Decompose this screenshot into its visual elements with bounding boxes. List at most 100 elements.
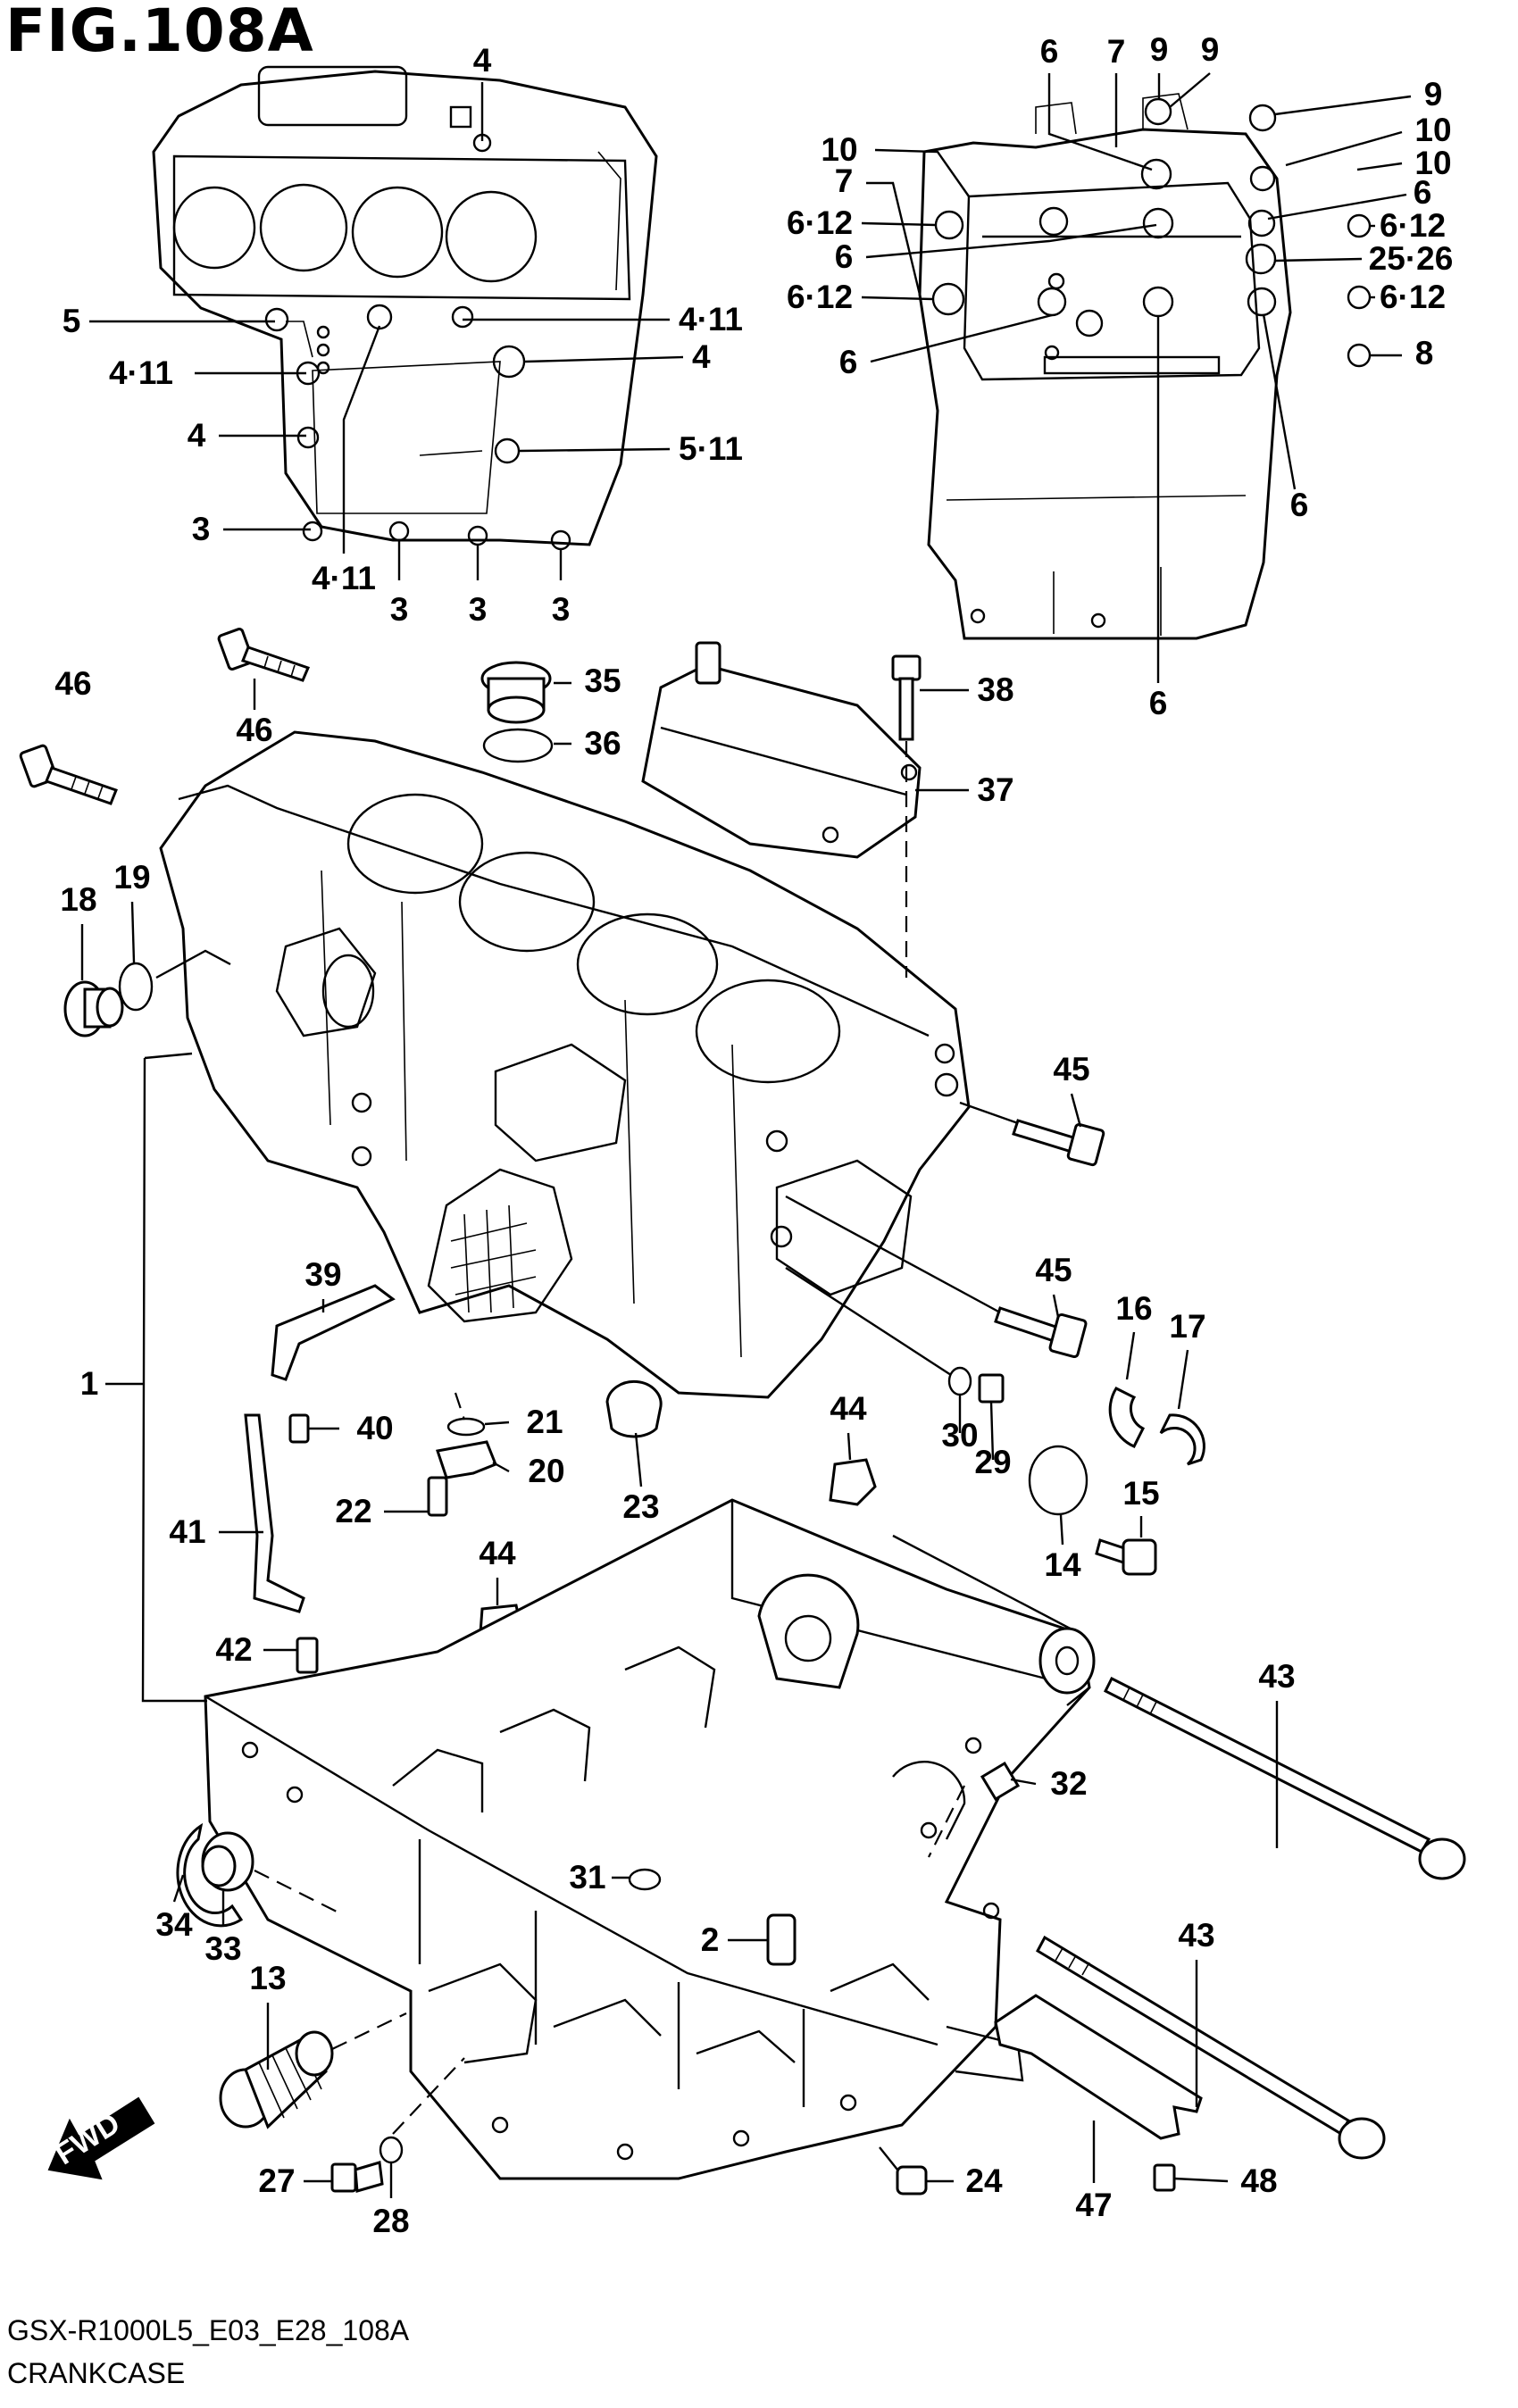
washer-19	[118, 962, 154, 1012]
plug-18	[63, 980, 124, 1037]
callout-27: 27	[258, 2162, 295, 2199]
callout-32: 32	[1050, 1765, 1087, 1802]
callout-35: 35	[584, 662, 621, 699]
inset-upper-case-face	[152, 65, 658, 551]
callout-6-bot: 6	[1149, 685, 1168, 721]
leader-c-6-12-l2	[861, 296, 934, 301]
leader-c-10-a	[874, 148, 970, 197]
callout-6-r2: 6	[1290, 487, 1309, 523]
callout-30: 30	[941, 1417, 978, 1454]
callout-5-11: 5·11	[679, 430, 743, 467]
callout-38: 38	[977, 671, 1013, 708]
bracket-47	[994, 1994, 1203, 2140]
callout-7-top: 7	[1107, 33, 1126, 70]
callout-6-l: 6	[835, 238, 854, 275]
washer-30	[947, 1366, 972, 1396]
callout-34: 34	[155, 1906, 193, 1943]
leader-c-7-left	[866, 181, 922, 296]
callout-33: 33	[204, 1930, 241, 1967]
callout-24: 24	[965, 2162, 1003, 2199]
callout-5: 5	[63, 303, 81, 339]
callout-3-d: 3	[552, 591, 571, 628]
callout-28: 28	[372, 2203, 409, 2239]
callout-22: 22	[335, 1493, 371, 1529]
bolt-22	[427, 1476, 448, 1517]
inset-lower-case-face	[918, 93, 1372, 640]
callout-48: 48	[1240, 2162, 1277, 2199]
callout-6-12-r2: 6·12	[1380, 279, 1446, 315]
leader-c-6-r1	[1267, 193, 1407, 221]
callout-3-c: 3	[469, 591, 488, 628]
callout-4-top: 4	[473, 42, 492, 79]
leader-c-5-11	[519, 447, 671, 453]
cover-plate	[641, 641, 922, 859]
callout-18: 18	[60, 881, 96, 918]
callout-31: 31	[569, 1859, 605, 1896]
callout-39: 39	[304, 1256, 341, 1293]
callout-4-c: 4	[188, 417, 206, 454]
leader-c-29	[989, 1401, 995, 1461]
plug-35	[480, 661, 552, 724]
callout-45-a: 45	[1053, 1051, 1089, 1087]
callout-21: 21	[526, 1404, 563, 1440]
leader-18-19	[155, 949, 231, 979]
inset-bolt-holes-lower	[931, 97, 1372, 629]
callout-13: 13	[249, 1960, 286, 1996]
leader-c-10-b	[1285, 130, 1403, 167]
callout-16: 16	[1115, 1290, 1152, 1327]
leader-c-48	[1173, 2177, 1229, 2183]
circlip-34	[176, 1822, 244, 1928]
leader-c-34	[172, 1874, 185, 1903]
callout-23: 23	[622, 1488, 659, 1525]
leader-c-23	[634, 1432, 643, 1487]
bolt-38	[891, 654, 922, 978]
bracket-line-1	[141, 1057, 207, 1703]
callout-43-a: 43	[1258, 1658, 1295, 1695]
callout-43-b: 43	[1178, 1917, 1214, 1954]
bolt-40	[288, 1413, 310, 1444]
callout-45-b: 45	[1035, 1252, 1072, 1288]
leader-c-10-c	[1356, 162, 1403, 171]
leader-c-25-26	[1274, 257, 1363, 262]
leader-c-45-a	[1070, 1093, 1082, 1128]
model-code: GSX-R1000L5_E03_E28_108A	[7, 2314, 410, 2346]
callout-41: 41	[169, 1513, 205, 1550]
bolt-15	[1095, 1538, 1157, 1576]
callout-6-12-r1: 6·12	[1380, 207, 1446, 244]
callout-8: 8	[1415, 335, 1434, 371]
sensor-32	[980, 1761, 1021, 1802]
callout-3-b: 3	[390, 591, 409, 628]
bearing-16	[1108, 1387, 1146, 1448]
callout-42: 42	[215, 1631, 252, 1668]
oil-jet-20	[436, 1440, 497, 1479]
nut-44-upper	[829, 1458, 877, 1506]
callout-9-a: 9	[1150, 31, 1169, 68]
callout-10-c: 10	[1414, 145, 1451, 181]
leader-c-9-c	[1274, 95, 1412, 116]
leader-c-9-b	[1169, 72, 1211, 108]
callout-3-a: 3	[192, 511, 211, 547]
leader-c-4-11-c	[342, 325, 381, 554]
callout-47: 47	[1075, 2187, 1112, 2223]
leader-c-19	[130, 901, 136, 963]
callout-6-12-l2: 6·12	[787, 279, 853, 315]
upper-crankcase	[159, 730, 971, 1399]
bolt-46-lower	[19, 744, 118, 805]
bolt-46-upper	[217, 628, 311, 682]
bolt-45-upper	[959, 1101, 1105, 1167]
callout-6-top: 6	[1040, 33, 1059, 70]
callout-15: 15	[1122, 1475, 1159, 1512]
leader-c-44-a	[847, 1432, 852, 1461]
leader-c-6-r2	[1262, 313, 1297, 490]
callout-46-a: 46	[54, 665, 91, 702]
callout-4-b: 4	[692, 338, 711, 375]
leader-c-20	[492, 1461, 510, 1473]
callout-6-r1: 6	[1414, 174, 1432, 211]
callout-4-11-c: 4·11	[312, 560, 376, 596]
callout-29: 29	[974, 1444, 1011, 1480]
leader-c-17	[1177, 1349, 1189, 1410]
bolt-27	[330, 2161, 384, 2193]
callout-19: 19	[113, 859, 150, 896]
